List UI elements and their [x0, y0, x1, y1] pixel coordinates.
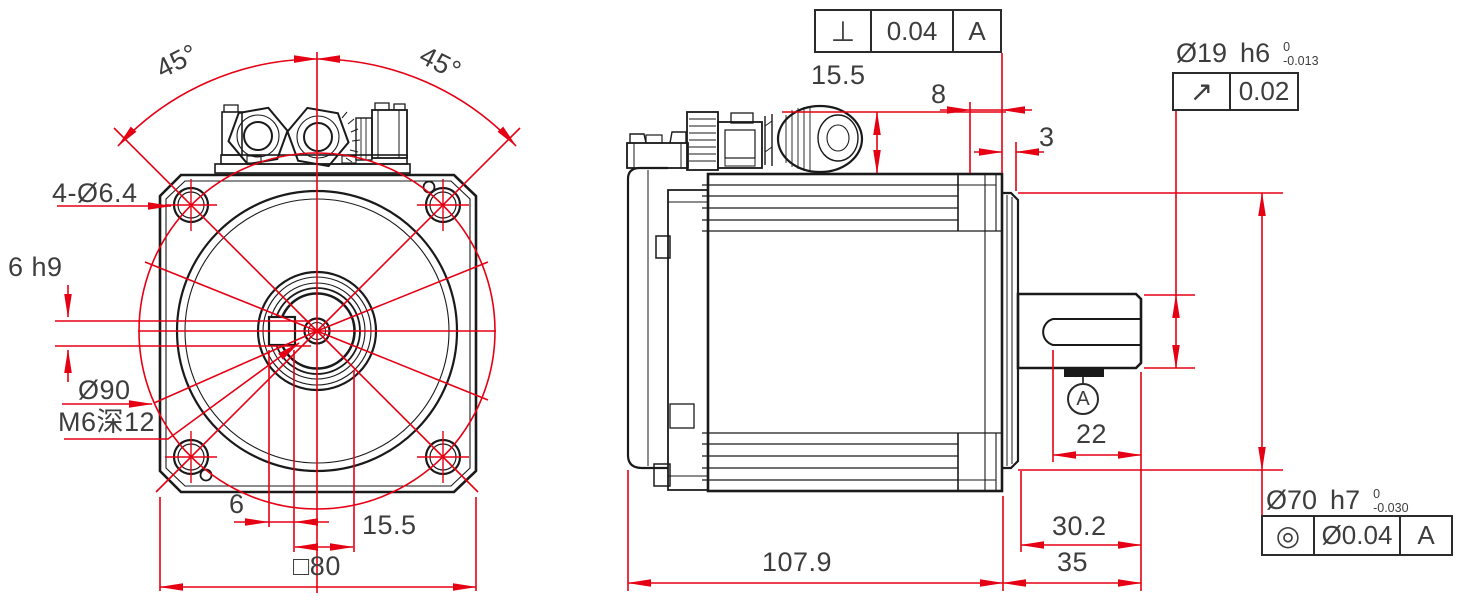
- dimension-lines: [55, 52, 1283, 593]
- shaft-lower-limit: -0.013: [1283, 53, 1319, 68]
- shaft-tolerance-stack: 0 -0.013: [1283, 40, 1318, 69]
- spigot-fit: h7: [1330, 485, 1361, 515]
- flange-outline: [158, 173, 478, 494]
- shaft-step-dim: 30.2: [1052, 511, 1107, 541]
- datum-letter: A: [1076, 387, 1090, 410]
- keyway-length-dim: 22: [1076, 419, 1108, 449]
- flange-inner-contour: [165, 180, 471, 487]
- bolt-hole-crosshairs: [165, 179, 469, 483]
- perpendicularity-tolerance: 0.04: [872, 11, 954, 51]
- spigot-diameter: Ø70: [1266, 485, 1318, 515]
- runout-tolerance: 0.02: [1238, 76, 1290, 106]
- key-width-dim: 6: [229, 489, 245, 519]
- body-length-dim: 107.9: [762, 547, 833, 577]
- tapped-hole-callout: M6深12: [58, 407, 156, 437]
- rib-to-flange-dim: 8: [931, 79, 947, 109]
- top-ribs: [702, 174, 1002, 232]
- key-height-dim: 6 h9: [8, 252, 63, 282]
- motor-body: [706, 172, 1004, 493]
- front-connector-assembly: [214, 102, 411, 174]
- side-view-linework: [626, 104, 1143, 493]
- bottom-ribs: [702, 432, 1002, 491]
- flange-square-dim: □80: [293, 551, 341, 581]
- spigot-tolerance-stack: 0 -0.030: [1373, 487, 1408, 516]
- shaft-fit: h6: [1240, 38, 1271, 68]
- runout-frame: ↗ 0.02: [1172, 72, 1299, 111]
- concentricity-tolerance: Ø0.04: [1315, 517, 1401, 554]
- spigot-boss: [1002, 191, 1020, 470]
- shaft-length-dim: 35: [1057, 547, 1089, 577]
- front-view-linework: [158, 102, 478, 494]
- datum-bar: [1064, 369, 1104, 377]
- shaft-tolerance-label: Ø19 h6 0 -0.013: [1176, 40, 1319, 69]
- bolt-circle-dim: Ø90: [78, 375, 131, 405]
- shaft-keyway: [1042, 318, 1141, 346]
- mid-housing: [667, 189, 709, 491]
- angle-arc-left: [117, 55, 318, 147]
- round-connector: [776, 104, 864, 174]
- spigot-lower-limit: -0.030: [1373, 500, 1409, 515]
- angle-arc-right: [316, 55, 517, 147]
- shaft: [1016, 292, 1143, 370]
- connector-height-dim: 15.5: [811, 60, 866, 90]
- bolt-circle: [138, 152, 496, 510]
- perpendicularity-frame: ⊥ 0.04 A: [814, 9, 1002, 53]
- shaft-diameter: Ø19: [1176, 38, 1228, 68]
- pin-hole-top: [422, 180, 436, 194]
- tap-leader: [64, 342, 300, 440]
- shaft-upper-limit: 0: [1283, 40, 1291, 54]
- key-flat-dim: 15.5: [362, 510, 417, 540]
- concentricity-frame: ◎ Ø0.04 A: [1261, 515, 1453, 556]
- side-connector-assembly: [626, 104, 864, 174]
- spigot-length-dim: 3: [1039, 122, 1055, 152]
- mounting-holes-callout: 4-Ø6.4: [52, 178, 138, 208]
- concentricity-icon: ◎: [1263, 517, 1315, 554]
- runout-icon: ↗: [1174, 74, 1231, 109]
- datum-balloon: A: [1067, 383, 1099, 415]
- spigot-upper-limit: 0: [1373, 487, 1381, 501]
- concentricity-datum: A: [1417, 520, 1435, 550]
- perpendicularity-datum: A: [968, 15, 986, 46]
- perpendicularity-icon: ⊥: [816, 11, 872, 51]
- spigot-tolerance-label: Ø70 h7 0 -0.030: [1266, 487, 1409, 516]
